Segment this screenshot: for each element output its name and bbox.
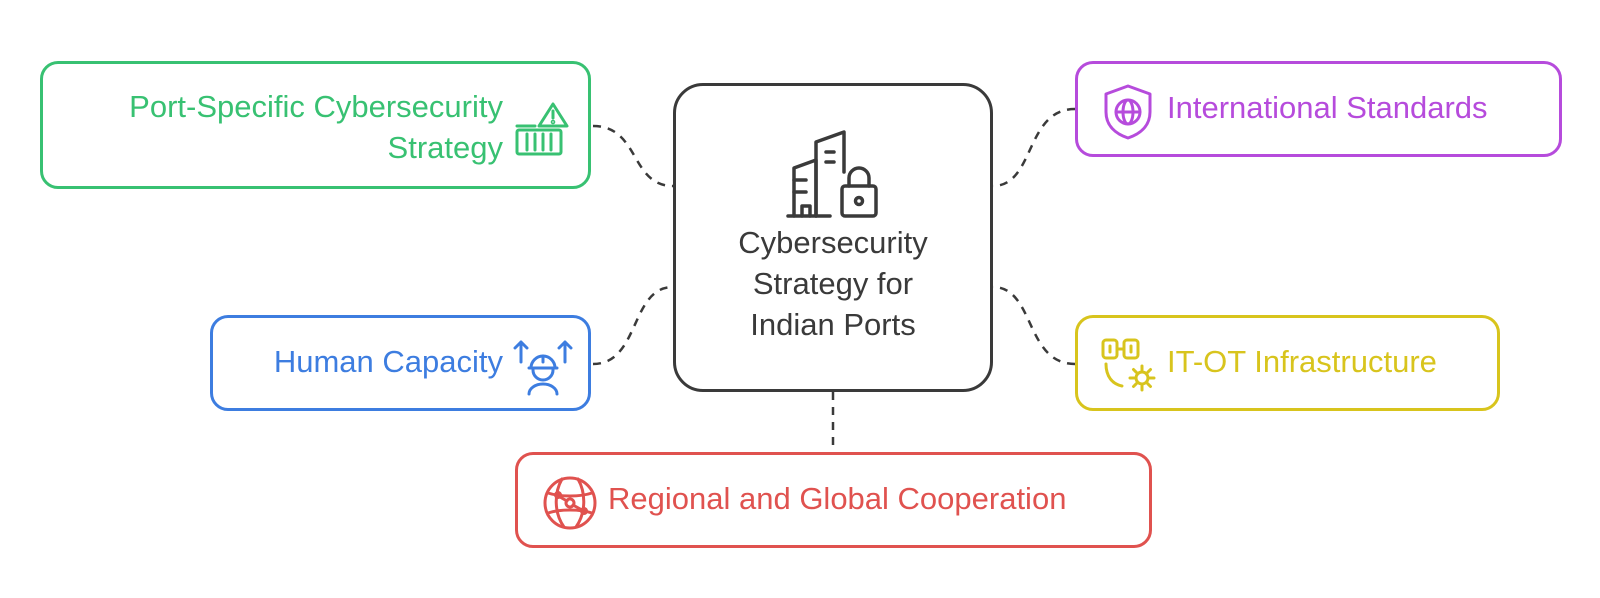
node-human-capacity: Human Capacity [210, 315, 591, 411]
port-specific-line-1: Port-Specific Cybersecurity [129, 89, 503, 124]
connector-international-standards [992, 107, 1076, 188]
node-port-specific-strategy: Port-Specific Cybersecurity Strategy [40, 61, 591, 189]
worker-growth-icon [513, 340, 573, 396]
node-it-ot-label: IT-OT Infrastructure [1167, 344, 1437, 379]
port-specific-line-2: Strategy [387, 130, 503, 165]
node-international-standards-label: International Standards [1167, 90, 1488, 125]
node-it-ot-infrastructure: IT-OT Infrastructure [1075, 315, 1500, 411]
node-international-standards: International Standards [1075, 61, 1562, 157]
node-human-capacity-label: Human Capacity [273, 344, 503, 379]
central-title-line-2: Strategy for [752, 266, 914, 301]
connector-human-capacity [592, 285, 674, 366]
central-topic-node: Cybersecurity Strategy for Indian Ports [673, 83, 993, 392]
connector-port-specific [592, 124, 674, 188]
central-title-line-3: Indian Ports [750, 307, 916, 342]
building-lock-icon [786, 130, 878, 218]
globe-network-icon [543, 476, 597, 530]
container-warning-icon [515, 102, 569, 156]
central-topic-title: Cybersecurity Strategy for Indian Ports [676, 222, 990, 345]
node-port-specific-label: Port-Specific Cybersecurity Strategy [129, 86, 503, 168]
shield-globe-icon [1104, 84, 1152, 140]
node-regional-global-label: Regional and Global Cooperation [608, 481, 1067, 516]
node-regional-global-cooperation: Regional and Global Cooperation [515, 452, 1152, 548]
network-gear-icon [1101, 338, 1156, 392]
connector-it-ot [992, 285, 1076, 366]
central-title-line-1: Cybersecurity [738, 225, 928, 260]
